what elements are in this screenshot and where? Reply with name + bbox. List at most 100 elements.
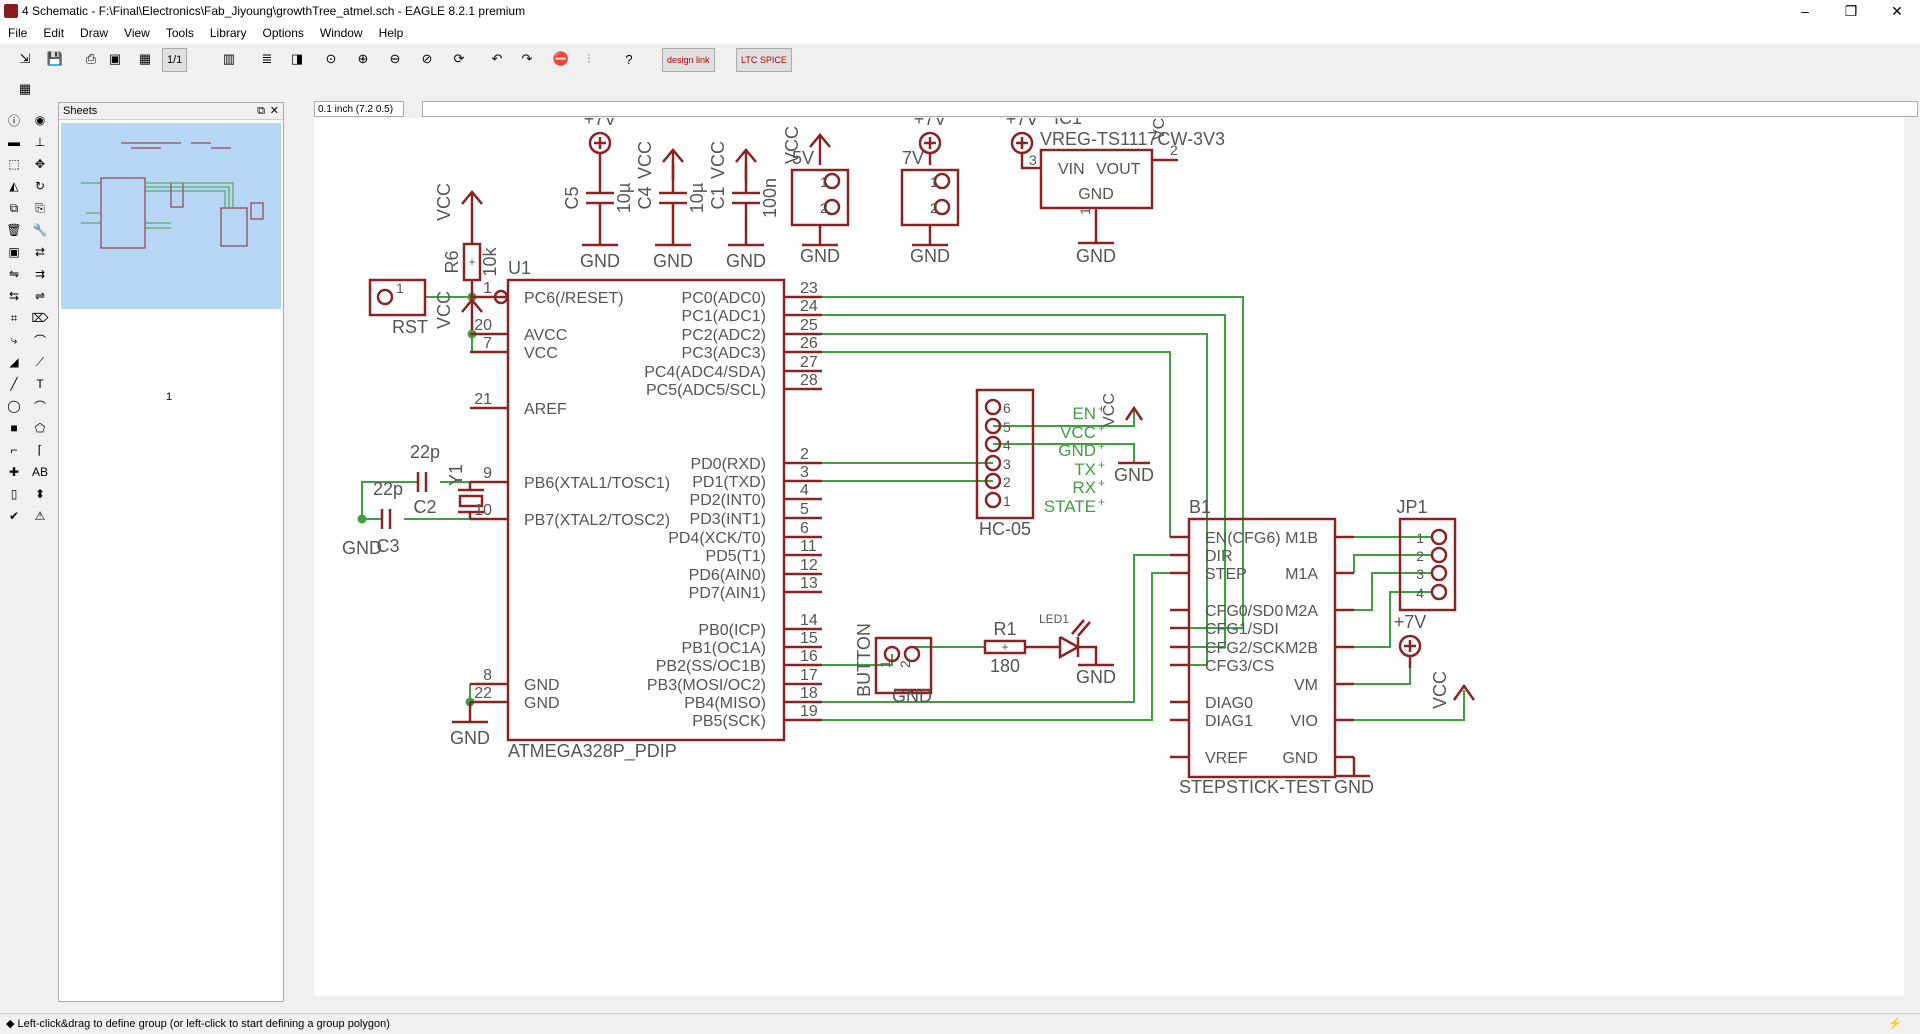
open-icon[interactable]: ⇲ — [19, 51, 31, 66]
menu-edit[interactable]: Edit — [43, 26, 65, 40]
zoom-in-icon[interactable]: ⊕ — [357, 51, 369, 66]
jp1-pinnum-2: 2 — [1416, 548, 1424, 564]
junction-icon[interactable]: ✚ — [8, 465, 20, 479]
eye-icon[interactable]: ◉ — [34, 113, 46, 127]
mcu-reset-bubble — [493, 289, 509, 305]
mark-icon[interactable]: ⊥ — [34, 135, 46, 149]
name-icon[interactable]: ⌦ — [31, 311, 49, 325]
help-icon[interactable]: ? — [625, 51, 633, 67]
dimension-icon[interactable]: ⬍ — [34, 487, 46, 501]
value-icon[interactable]: ⌗ — [10, 310, 18, 325]
paste-icon[interactable]: ⎘ — [35, 200, 45, 215]
jp1-pin-1 — [1430, 528, 1448, 546]
warning-icon[interactable]: ⚠ — [34, 509, 46, 523]
mirror-icon[interactable]: ◭ — [9, 179, 19, 193]
menu-draw[interactable]: Draw — [80, 26, 109, 40]
lightning-icon[interactable]: ⚡ — [1888, 1018, 1902, 1030]
pb5-wire — [822, 572, 1170, 721]
net-icon[interactable]: ⌐ — [10, 443, 18, 457]
wrench-icon[interactable]: 🔧 — [32, 223, 48, 237]
label-icon[interactable]: ⌈ — [37, 443, 43, 457]
ltspice-button[interactable]: LTC SPICE — [736, 48, 792, 72]
delete-icon[interactable]: 🗑 — [6, 223, 22, 237]
button-body — [874, 636, 933, 695]
panel-close-icon[interactable]: ✕ — [269, 105, 279, 117]
zoom-select-icon[interactable]: ⊘ — [421, 51, 433, 66]
redo-icon[interactable]: ↷ — [521, 51, 533, 66]
miter-icon[interactable]: ⌒ — [33, 333, 46, 348]
mcu-lpin-name-21: AREF — [524, 401, 567, 418]
use-library-icon[interactable]: ▥ — [222, 51, 236, 66]
copy-icon[interactable]: ⧉ — [9, 200, 19, 215]
mcu-lpin-name-9: PB6(XTAL1/TOSC1) — [524, 475, 670, 492]
ulp-icon[interactable]: ◨ — [290, 51, 304, 66]
driver-rpin-name-3: M2B — [1285, 640, 1318, 657]
zoom-out-icon[interactable]: ⊖ — [389, 51, 401, 66]
go-icon[interactable]: ⁝ — [586, 51, 592, 66]
mcu-rpin-name-6: PD4(XCK/T0) — [668, 530, 766, 547]
minimize-button[interactable]: – — [1801, 3, 1809, 19]
header-7V-supply-label: +7V — [914, 118, 947, 129]
line-icon[interactable]: ╱ — [10, 377, 18, 391]
gate-swap-icon[interactable]: ⇆ — [8, 289, 20, 303]
sheet-thumbnail[interactable] — [61, 123, 281, 309]
reg-pin3: 3 — [1029, 152, 1037, 168]
invoke-icon[interactable]: ⇉ — [34, 267, 46, 281]
swap-icon[interactable]: ⇋ — [8, 267, 20, 281]
driver-rpin-name-2: M2A — [1285, 603, 1318, 620]
save-icon[interactable]: 💾 — [46, 51, 64, 66]
mcu-rpin-num-17: 17 — [800, 667, 818, 684]
move-icon[interactable]: ✥ — [34, 157, 46, 171]
command-input[interactable] — [422, 101, 1918, 117]
reg-supply-circle — [1010, 131, 1034, 155]
undo-icon[interactable]: ↶ — [491, 51, 503, 66]
xtal-gndwire — [361, 481, 418, 520]
menu-library[interactable]: Library — [209, 26, 247, 40]
zoom-fit-icon[interactable]: ⊙ — [325, 51, 337, 66]
grid-icon[interactable]: ▦ — [18, 81, 32, 96]
rect-icon[interactable]: ■ — [10, 421, 18, 435]
circle-icon[interactable]: ◯ — [7, 399, 21, 413]
pin-swap-icon[interactable]: ⇌ — [34, 289, 46, 303]
script-icon[interactable]: ≣ — [261, 51, 273, 66]
float-icon[interactable]: ⧉ — [257, 105, 265, 117]
layers-icon[interactable]: ▬ — [8, 135, 20, 149]
split-icon[interactable]: ⤷ — [10, 332, 18, 347]
vertical-scrollbar[interactable] — [1904, 118, 1920, 996]
sheet-number[interactable]: 1 — [165, 391, 173, 403]
menu-view[interactable]: View — [124, 26, 150, 40]
print-icon[interactable]: ⎙ — [85, 51, 97, 66]
optimize-icon[interactable]: ◢ — [9, 355, 19, 369]
vio-arrow — [1452, 683, 1476, 701]
text-icon[interactable]: T — [36, 377, 44, 391]
erc-icon[interactable]: ✔ — [8, 509, 20, 523]
jp1-pin-3 — [1430, 564, 1448, 582]
maximize-button[interactable]: ❐ — [1844, 3, 1858, 19]
slice-icon[interactable]: ⟋ — [35, 354, 45, 369]
replace-icon[interactable]: ⇄ — [34, 245, 46, 259]
rotate-icon[interactable]: ↻ — [34, 179, 46, 193]
driver-lpin-name-5: CFG2/SCK — [1205, 640, 1285, 657]
close-button[interactable]: ✕ — [1891, 3, 1903, 19]
menu-options[interactable]: Options — [262, 26, 304, 40]
menu-window[interactable]: Window — [319, 26, 363, 40]
menu-tools[interactable]: Tools — [165, 26, 194, 40]
cam-icon[interactable]: ▣ — [108, 51, 122, 66]
board-switch-icon[interactable]: ▦ — [138, 51, 152, 66]
arc-icon[interactable]: ⌒ — [33, 399, 46, 414]
select-icon[interactable]: ⬚ — [8, 157, 20, 171]
design-link-button[interactable]: design link — [662, 48, 715, 72]
attribute-icon[interactable]: AB — [31, 465, 48, 479]
vio-wire — [1354, 690, 1465, 721]
menu-help[interactable]: Help — [378, 26, 404, 40]
menu-file[interactable]: File — [8, 26, 28, 40]
sheet-select[interactable]: 1/1 — [162, 48, 188, 72]
polygon-icon[interactable]: ⬠ — [34, 421, 46, 435]
redraw-icon[interactable]: ⟳ — [453, 51, 465, 66]
info-icon[interactable]: ⓘ — [7, 113, 20, 128]
frame-icon[interactable]: ▯ — [10, 487, 18, 501]
add-icon[interactable]: ▣ — [8, 245, 20, 259]
stop-icon[interactable]: ⛔ — [552, 51, 570, 66]
